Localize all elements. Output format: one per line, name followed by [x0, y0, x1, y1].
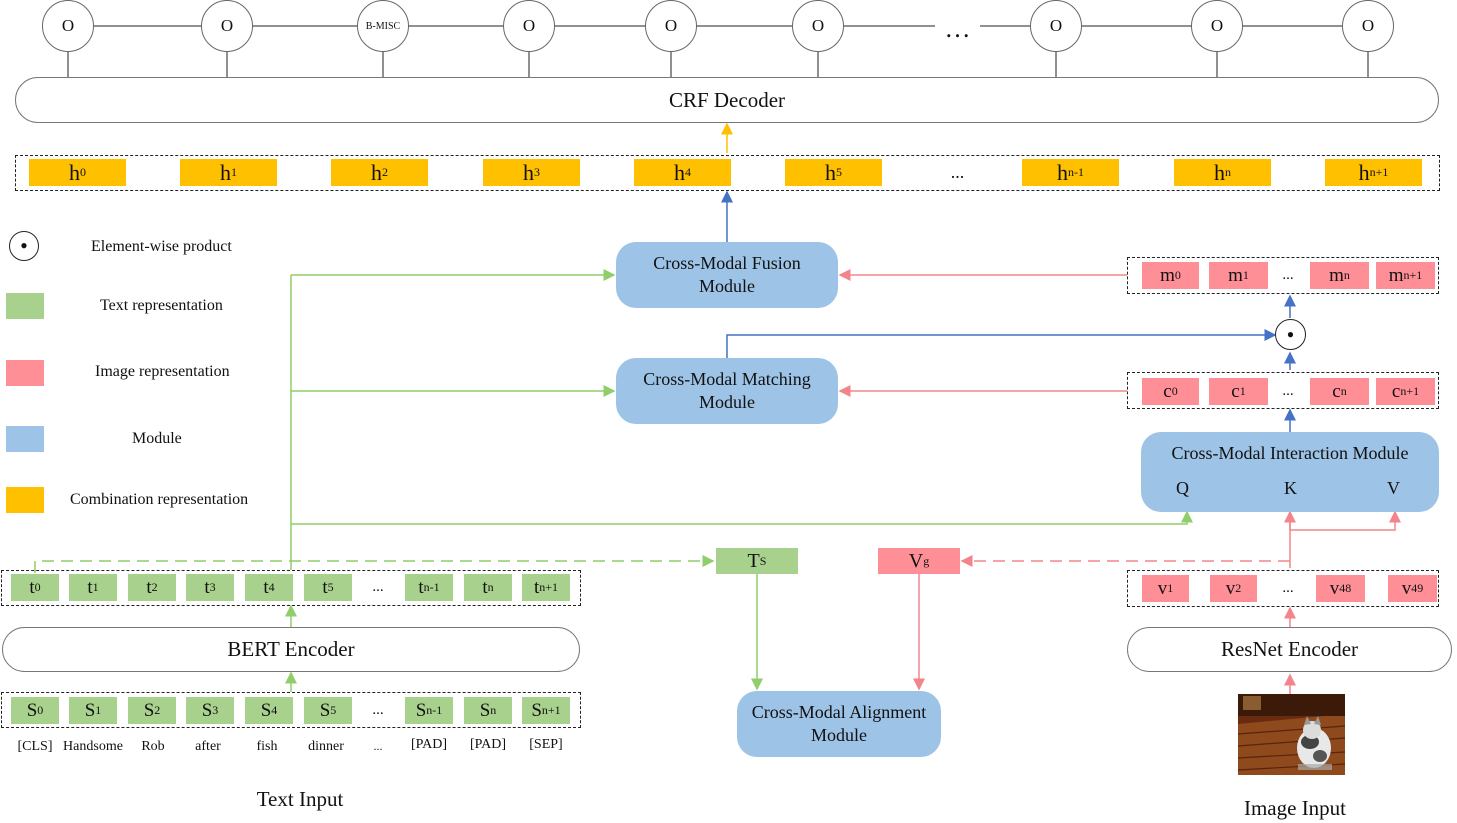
legend-label: Module: [132, 430, 182, 447]
input-image: [1238, 694, 1345, 775]
crf-output-node: O: [42, 0, 94, 52]
input-word: after: [195, 739, 221, 754]
query-input-label: Q: [1176, 478, 1189, 498]
input-token-ellipsis: ...: [372, 702, 384, 718]
resnet-encoder: ResNet Encoder: [1127, 627, 1452, 672]
legend-swatch-text: [6, 293, 44, 319]
legend-swatch-combination: [6, 487, 44, 513]
cross-modal-interaction-module: Cross-Modal Interaction Module Q K V: [1141, 432, 1439, 512]
image-features-row: [1127, 570, 1439, 607]
legend-label: Element-wise product: [91, 238, 232, 255]
hidden-state-ellipsis: ...: [950, 162, 965, 182]
input-word: [CLS]: [17, 739, 53, 754]
interaction-module-title: Cross-Modal Interaction Module: [1171, 443, 1409, 463]
element-wise-product-icon: •: [9, 231, 39, 261]
legend-label: Text representation: [100, 297, 223, 314]
input-word: dinner: [308, 739, 344, 754]
element-wise-product-node: •: [1275, 319, 1306, 350]
legend-swatch-module: [6, 426, 44, 452]
value-input-label: V: [1387, 478, 1400, 498]
crf-output-node: O: [645, 0, 697, 52]
crf-output-node: B-MISC: [357, 0, 409, 52]
input-word: Handsome: [63, 739, 123, 754]
crf-output-node: O: [1030, 0, 1082, 52]
crf-output-node: O: [1191, 0, 1243, 52]
interaction-features-row: [1127, 372, 1439, 409]
input-word: Rob: [141, 739, 165, 754]
input-word: [PAD]: [410, 737, 448, 752]
hidden-states-row: [15, 155, 1440, 191]
cross-modal-matching-module: Cross-Modal Matching Module: [616, 358, 838, 424]
text-input-caption: Text Input: [256, 787, 344, 811]
fused-feature-ellipsis: ...: [1282, 267, 1294, 283]
cross-modal-fusion-module: Cross-Modal Fusion Module: [616, 242, 838, 308]
legend-label: Combination representation: [70, 491, 249, 508]
input-word: [PAD]: [469, 737, 507, 752]
legend-label: Image representation: [95, 363, 230, 380]
cross-modal-alignment-module: Cross-Modal Alignment Module: [737, 691, 941, 757]
input-tokens-row: [1, 692, 581, 728]
legend-swatch-image: [6, 360, 44, 386]
key-input-label: K: [1284, 478, 1297, 498]
crf-output-node: O: [201, 0, 253, 52]
crf-output-ellipsis: …: [935, 14, 980, 44]
interaction-feature-ellipsis: ...: [1282, 383, 1294, 399]
input-word: fish: [256, 739, 278, 754]
input-word: ...: [373, 739, 383, 753]
bert-encoder: BERT Encoder: [2, 627, 580, 672]
text-features-row: [1, 570, 581, 606]
text-feature-ellipsis: ...: [372, 579, 384, 595]
crf-output-node: O: [503, 0, 555, 52]
image-feature-ellipsis: ...: [1282, 580, 1294, 596]
crf-decoder: CRF Decoder: [15, 77, 1439, 123]
fused-features-row: [1127, 257, 1439, 294]
image-input-caption: Image Input: [1243, 796, 1347, 820]
input-word: [SEP]: [529, 737, 563, 752]
crf-output-node: O: [1342, 0, 1394, 52]
crf-output-node: O: [792, 0, 844, 52]
